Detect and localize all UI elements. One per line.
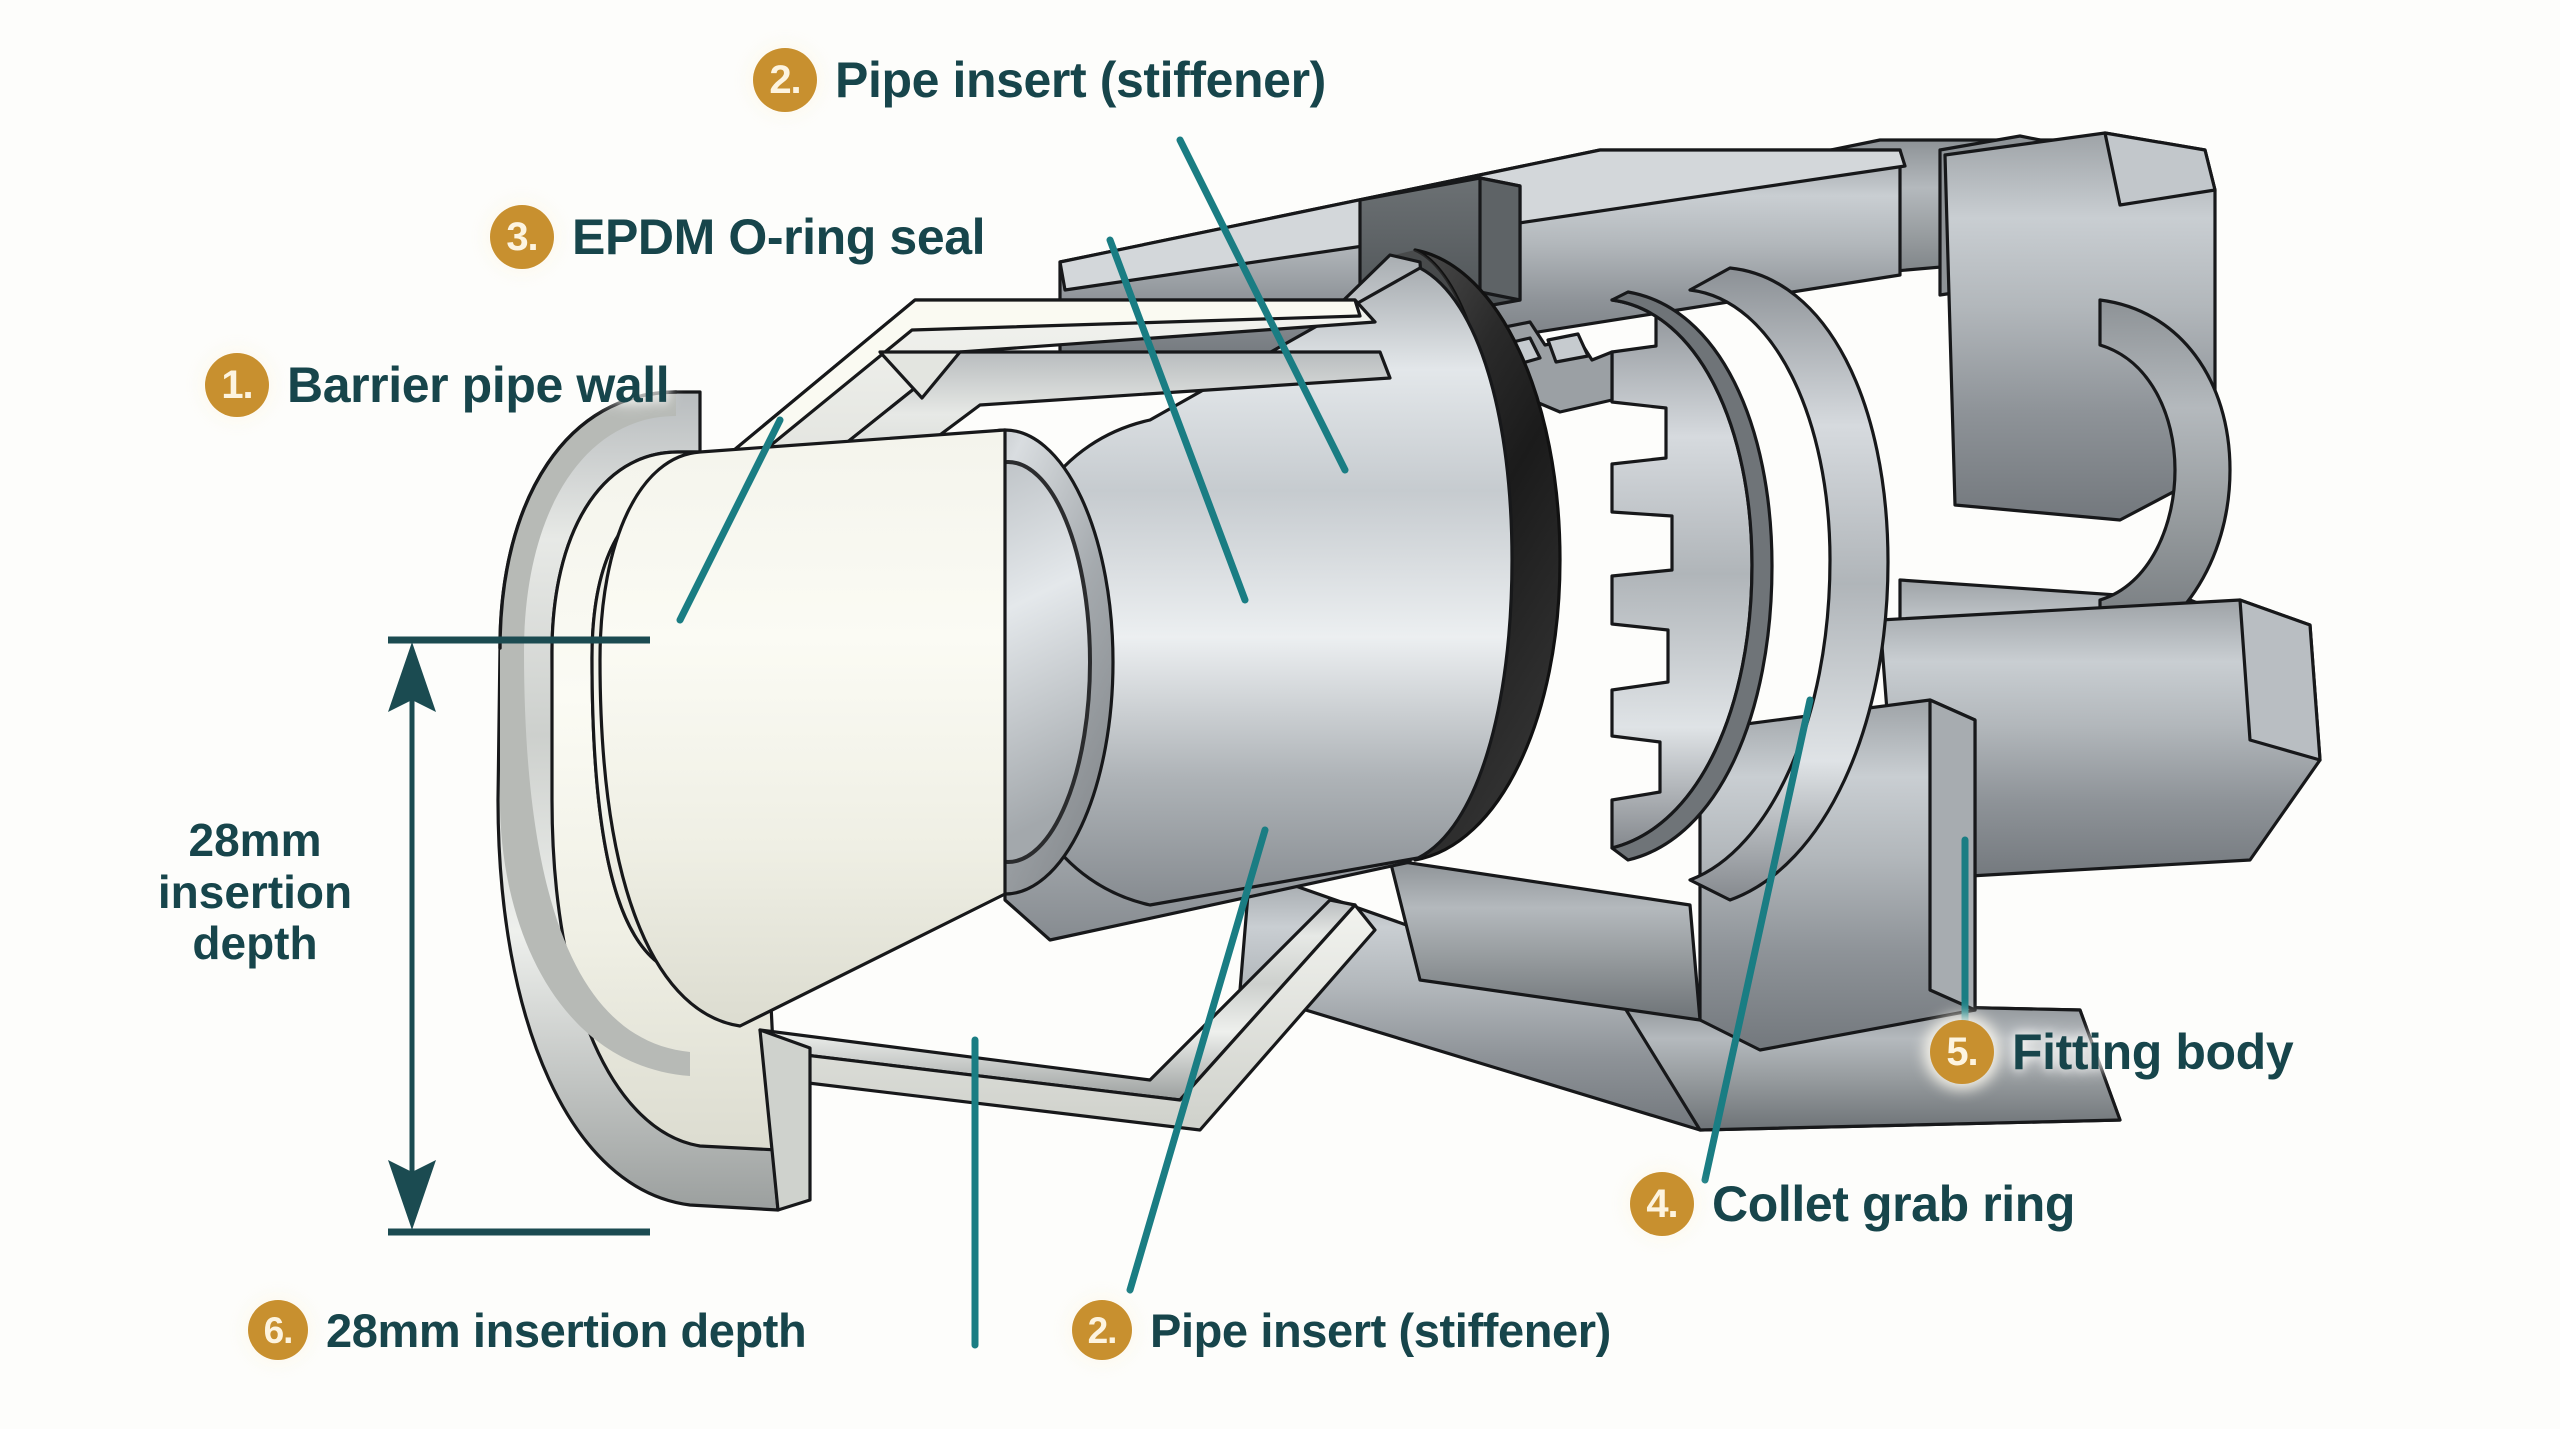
dimension-line-1: 28mm	[188, 814, 322, 866]
callout-3-epdm-o-ring-seal[interactable]: 3. EPDM O-ring seal	[490, 205, 986, 269]
callout-4-collet-grab-ring[interactable]: 4. Collet grab ring	[1630, 1172, 2075, 1236]
callout-label-4: Collet grab ring	[1712, 1176, 2076, 1232]
callout-5-fitting-body[interactable]: 5. Fitting body	[1930, 1020, 2294, 1084]
leader-line-2-bottom	[1126, 826, 1269, 1294]
leader-line-3	[1106, 236, 1249, 604]
callout-2-pipe-insert-top[interactable]: 2. Pipe insert (stiffener)	[753, 48, 1326, 112]
dimension-arrowhead-up	[388, 642, 436, 712]
callout-badge-2-bottom: 2.	[1072, 1300, 1132, 1360]
callout-label-2-bottom: Pipe insert (stiffener)	[1150, 1303, 1611, 1357]
callout-label-6: 28mm insertion depth	[326, 1303, 807, 1357]
insertion-depth-dimension	[388, 636, 650, 1236]
callout-label-2-top: Pipe insert (stiffener)	[835, 52, 1326, 108]
dimension-line-2: insertion	[157, 865, 353, 918]
leader-line-2-top	[1176, 136, 1349, 474]
leader-lines	[676, 136, 1969, 1349]
callout-badge-3: 3.	[490, 205, 554, 269]
callout-badge-4: 4.	[1630, 1172, 1694, 1236]
leader-line-1	[676, 416, 784, 624]
callout-badge-1: 1.	[205, 353, 269, 417]
callout-label-5: Fitting body	[2012, 1024, 2294, 1080]
callout-badge-6: 6.	[248, 1300, 308, 1360]
callout-label-3: EPDM O-ring seal	[572, 209, 986, 265]
callout-2-pipe-insert-bottom[interactable]: 2. Pipe insert (stiffener)	[1072, 1300, 1611, 1360]
dimension-arrowhead-down	[388, 1160, 436, 1230]
leader-line-4	[1701, 696, 1814, 1184]
callout-1-barrier-pipe-wall[interactable]: 1. Barrier pipe wall	[205, 353, 670, 417]
callout-badge-5: 5.	[1930, 1020, 1994, 1084]
insertion-depth-dimension-label: 28mm insertion depth	[140, 814, 370, 970]
callout-6-insertion-depth[interactable]: 6. 28mm insertion depth	[248, 1300, 807, 1360]
callout-label-1: Barrier pipe wall	[287, 357, 670, 413]
dimension-line-3: depth	[192, 917, 318, 970]
callout-badge-2-top: 2.	[753, 48, 817, 112]
